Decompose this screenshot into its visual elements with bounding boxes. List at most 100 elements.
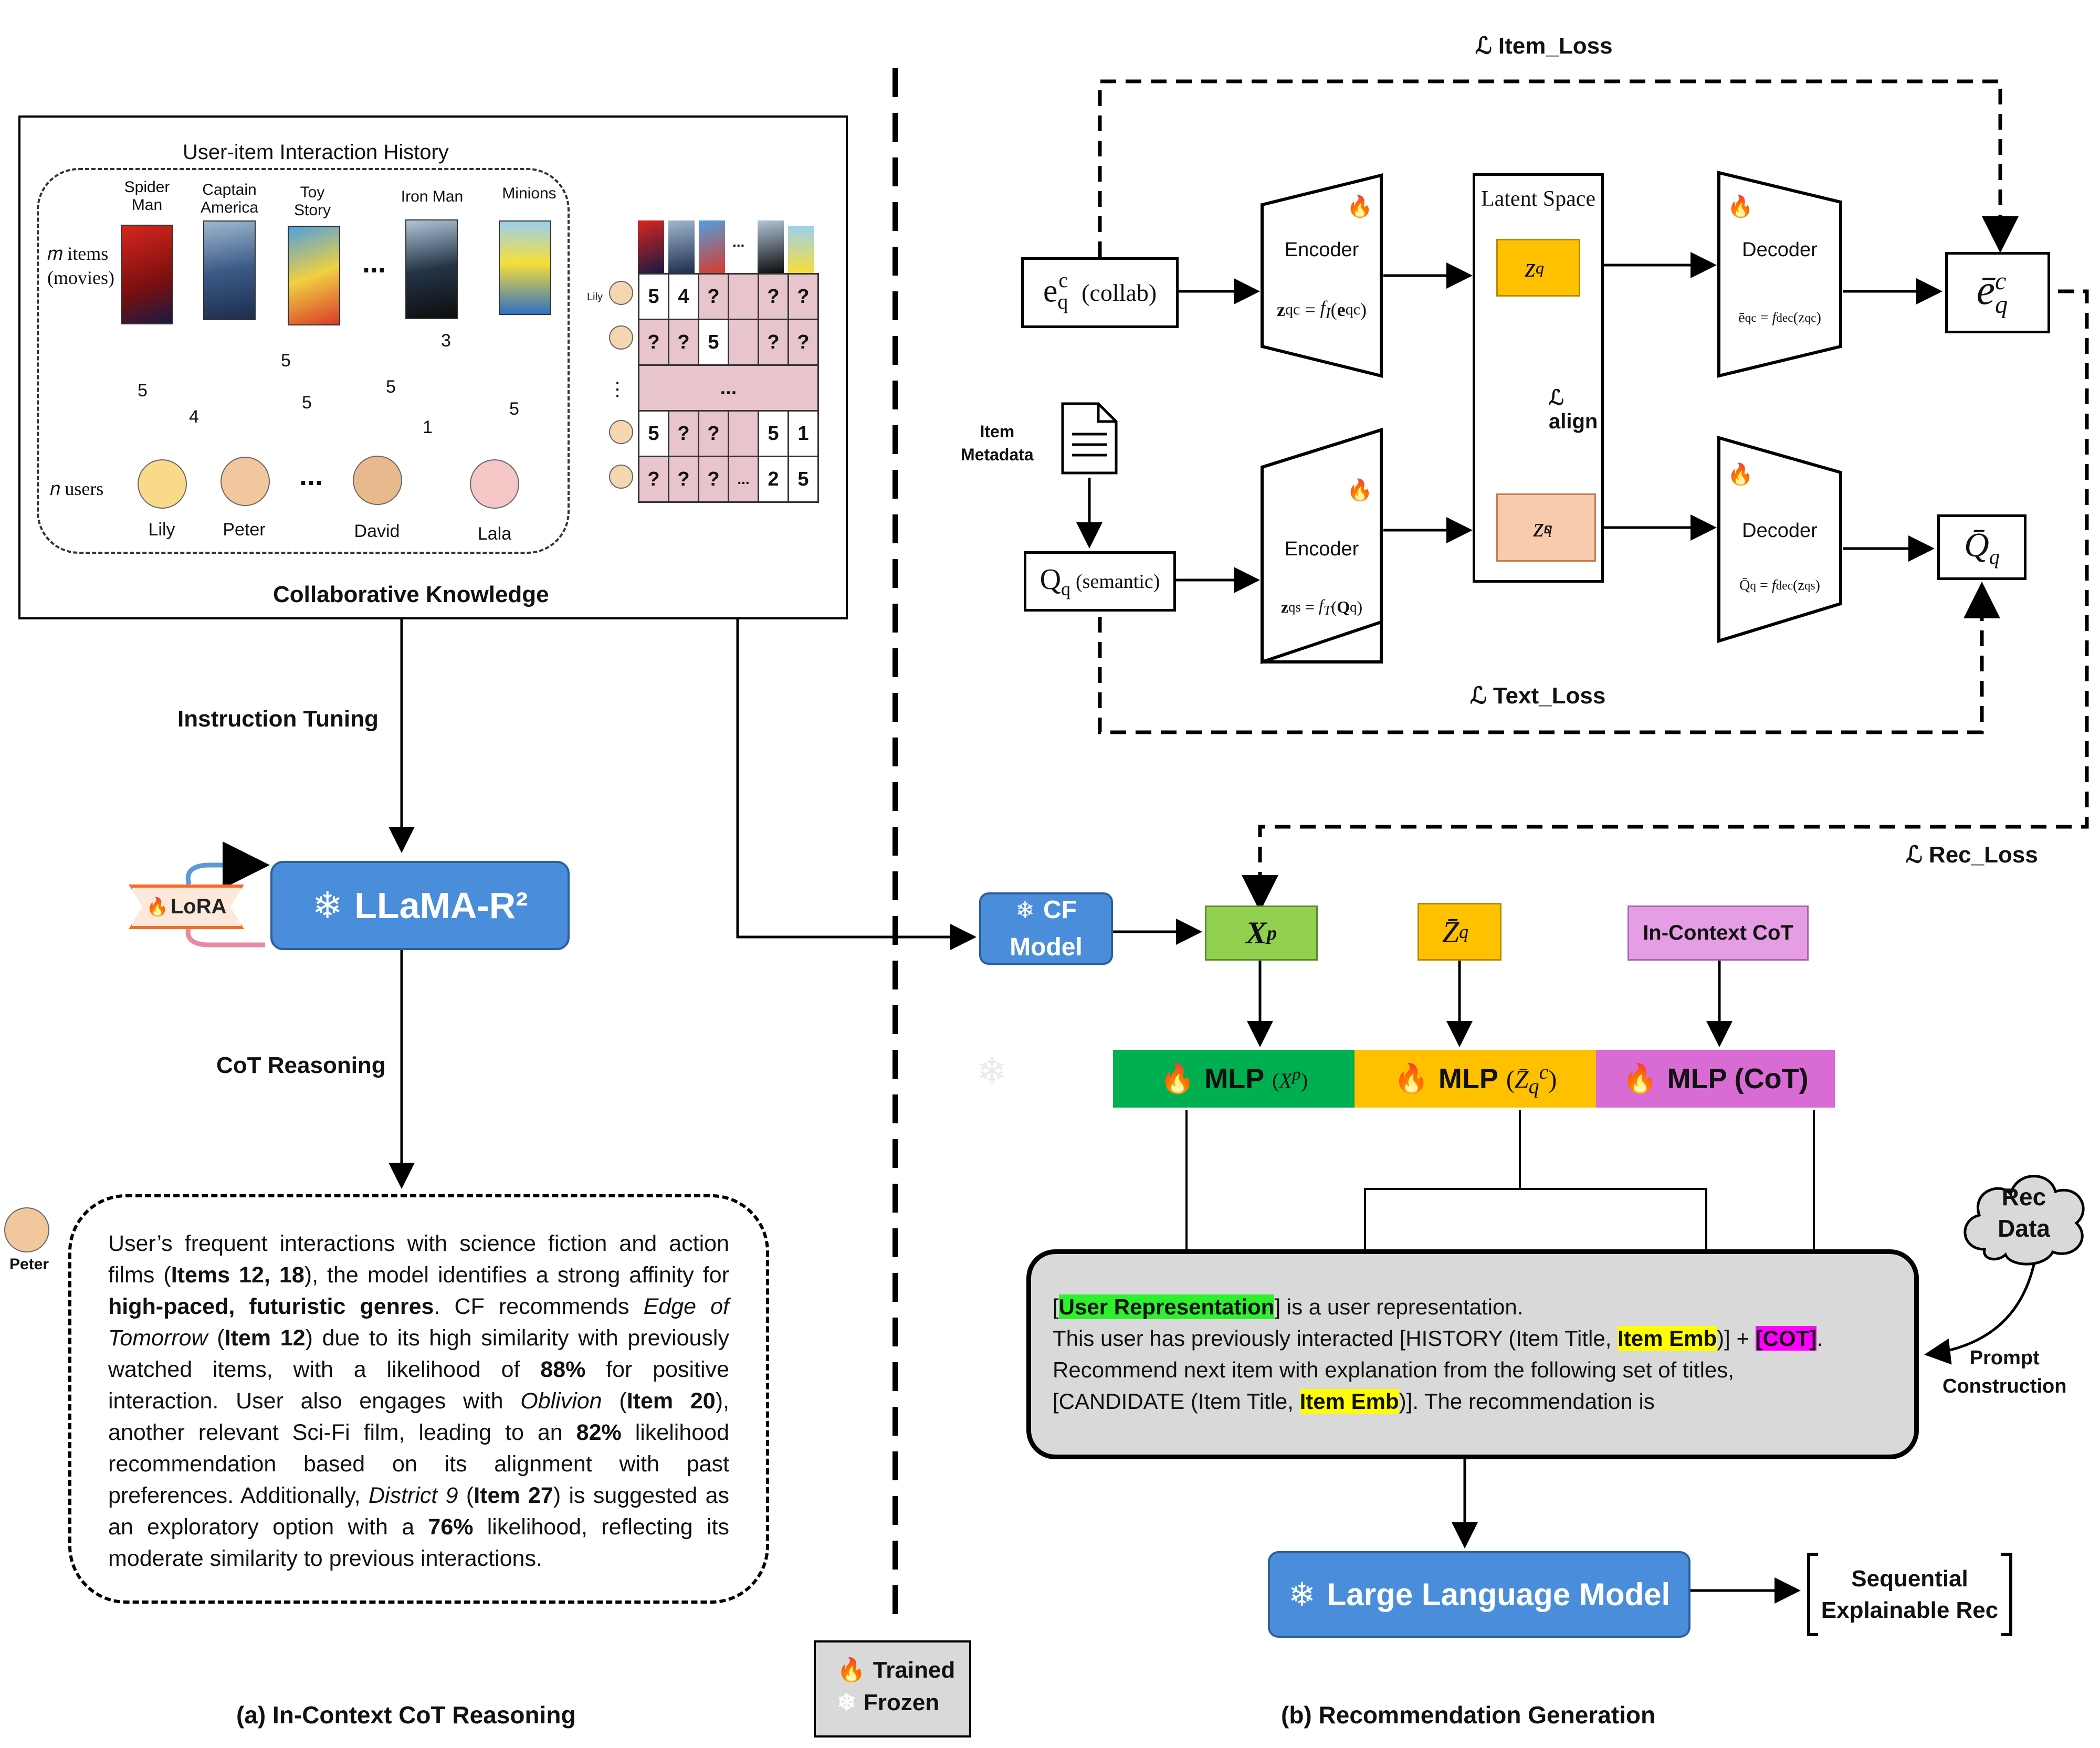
cot-text-run: Item 12: [224, 1325, 306, 1351]
matrix-cell: ?: [638, 319, 669, 366]
mini-avatar: [609, 420, 633, 444]
edge-rating: 1: [423, 417, 433, 437]
matrix-cell: ?: [788, 319, 819, 366]
edge-rating: 5: [509, 399, 519, 419]
mlp-cot-box: 🔥MLP (CoT): [1596, 1050, 1835, 1108]
user-name-peter: Peter: [223, 520, 266, 540]
matrix-cell: ?: [698, 456, 729, 503]
flame-icon: 🔥: [1727, 195, 1754, 218]
matrix-cell: ?: [758, 273, 789, 320]
lora-badge: 🔥 LoRA: [129, 884, 244, 929]
edge-rating: 5: [138, 381, 148, 401]
matrix-cell: ...: [638, 364, 819, 412]
matrix-cell: 1: [788, 410, 819, 457]
mlp-zq-box: 🔥MLP (Z̄qc): [1354, 1050, 1596, 1108]
cot-text-run: ) due to its high similarity with previo…: [108, 1325, 729, 1382]
edge-rating: 5: [302, 393, 312, 413]
user-name-david: David: [354, 521, 400, 541]
qq-bar-box: Q̄q: [1937, 514, 2026, 580]
matrix-col-ellipsis: ...: [732, 234, 745, 250]
poster-toy-story: [288, 226, 340, 325]
avatar-lala: [470, 459, 519, 509]
matrix-cell: ?: [698, 273, 729, 320]
cot-text-run: (: [207, 1325, 225, 1351]
cot-token: [COT]: [1755, 1326, 1817, 1351]
caption-b: (b) Recommendation Generation: [1281, 1701, 1656, 1729]
snowflake-icon: ❄: [312, 885, 343, 926]
item-emb-token: Item Emb: [1618, 1326, 1717, 1351]
legend-trained: Trained: [873, 1657, 956, 1683]
caption-a: (a) In-Context CoT Reasoning: [236, 1701, 576, 1729]
mini-avatar: [609, 281, 633, 305]
movies-ellipsis: ...: [362, 247, 386, 279]
cot-text-run: 76%: [428, 1514, 474, 1540]
item-loss-label: ℒ Item_Loss: [1475, 33, 1613, 59]
edge-rating: 4: [189, 407, 199, 427]
matrix-cell: ?: [698, 410, 729, 457]
user-name-lily: Lily: [148, 520, 175, 540]
flame-icon: 🔥: [146, 897, 169, 917]
matrix-cell: ?: [788, 273, 819, 320]
movie-title-iron-man: Iron Man: [401, 188, 464, 205]
collaborative-knowledge-label: Collaborative Knowledge: [273, 582, 549, 607]
cot-reasoning-text: User’s frequent interactions with scienc…: [108, 1228, 729, 1574]
edge-rating: 3: [441, 331, 451, 351]
eq-collab-box: eqc (collab): [1021, 257, 1179, 328]
mini-poster-strip: [638, 220, 822, 273]
cot-text-run: 88%: [540, 1357, 586, 1382]
prompt-box: [1026, 1249, 1919, 1459]
cot-text-run: District 9: [368, 1483, 458, 1508]
cot-text-run: 82%: [576, 1420, 622, 1445]
matrix-cell: 5: [788, 456, 819, 503]
user-representation-token: User Representation: [1058, 1294, 1275, 1319]
matrix-cell: 5: [698, 319, 729, 366]
prompt-text: [User Representation] is a user represen…: [1053, 1294, 1823, 1414]
flame-icon: 🔥: [1347, 195, 1373, 218]
n-users-label: 𝑛 users: [50, 478, 104, 499]
cot-text-run: (: [458, 1483, 474, 1508]
matrix-user-label-lily: Lily: [587, 291, 603, 303]
flame-icon: 🔥: [1727, 463, 1754, 486]
cot-text-run: Edge of Tomorrow: [108, 1294, 730, 1351]
cot-text-run: Items 12, 18: [171, 1262, 304, 1288]
cot-text-run: likelihood recommendation based on its a…: [108, 1420, 729, 1508]
poster-captain-america: [203, 220, 256, 320]
legend-box: 🔥Trained ❄Frozen: [814, 1640, 971, 1738]
cot-reasoning-box: User’s frequent interactions with scienc…: [68, 1194, 769, 1604]
matrix-cell: ?: [668, 410, 699, 457]
matrix-cell: [728, 410, 759, 457]
item-emb-token: Item Emb: [1299, 1389, 1399, 1414]
cot-text-run: ) is suggested as an exploratory option …: [108, 1483, 729, 1540]
matrix-cell: [728, 273, 759, 320]
cot-text-run: (: [602, 1388, 627, 1414]
peter-cot-label: Peter: [9, 1256, 49, 1273]
cot-text-run: ), another relevant Sci-Fi film, leading…: [108, 1388, 729, 1445]
rec-loss-label: ℒ Rec_Loss: [1906, 842, 2038, 868]
matrix-cell: ...: [728, 456, 759, 503]
cot-text-run: likelihood, reflecting its moderate simi…: [108, 1514, 729, 1571]
snowflake-icon: ❄: [1288, 1577, 1316, 1613]
qq-semantic-box: Qq (semantic): [1024, 551, 1176, 612]
cot-text-run: . CF recommends: [434, 1294, 644, 1319]
cot-text-run: User’s frequent interactions with scienc…: [108, 1231, 729, 1288]
matrix-cell: [728, 319, 759, 366]
matrix-cell: ?: [668, 319, 699, 366]
matrix-cell: 2: [758, 456, 789, 503]
cf-model-box: ❄CF Model: [979, 892, 1113, 965]
matrix-cell: ?: [638, 456, 669, 503]
